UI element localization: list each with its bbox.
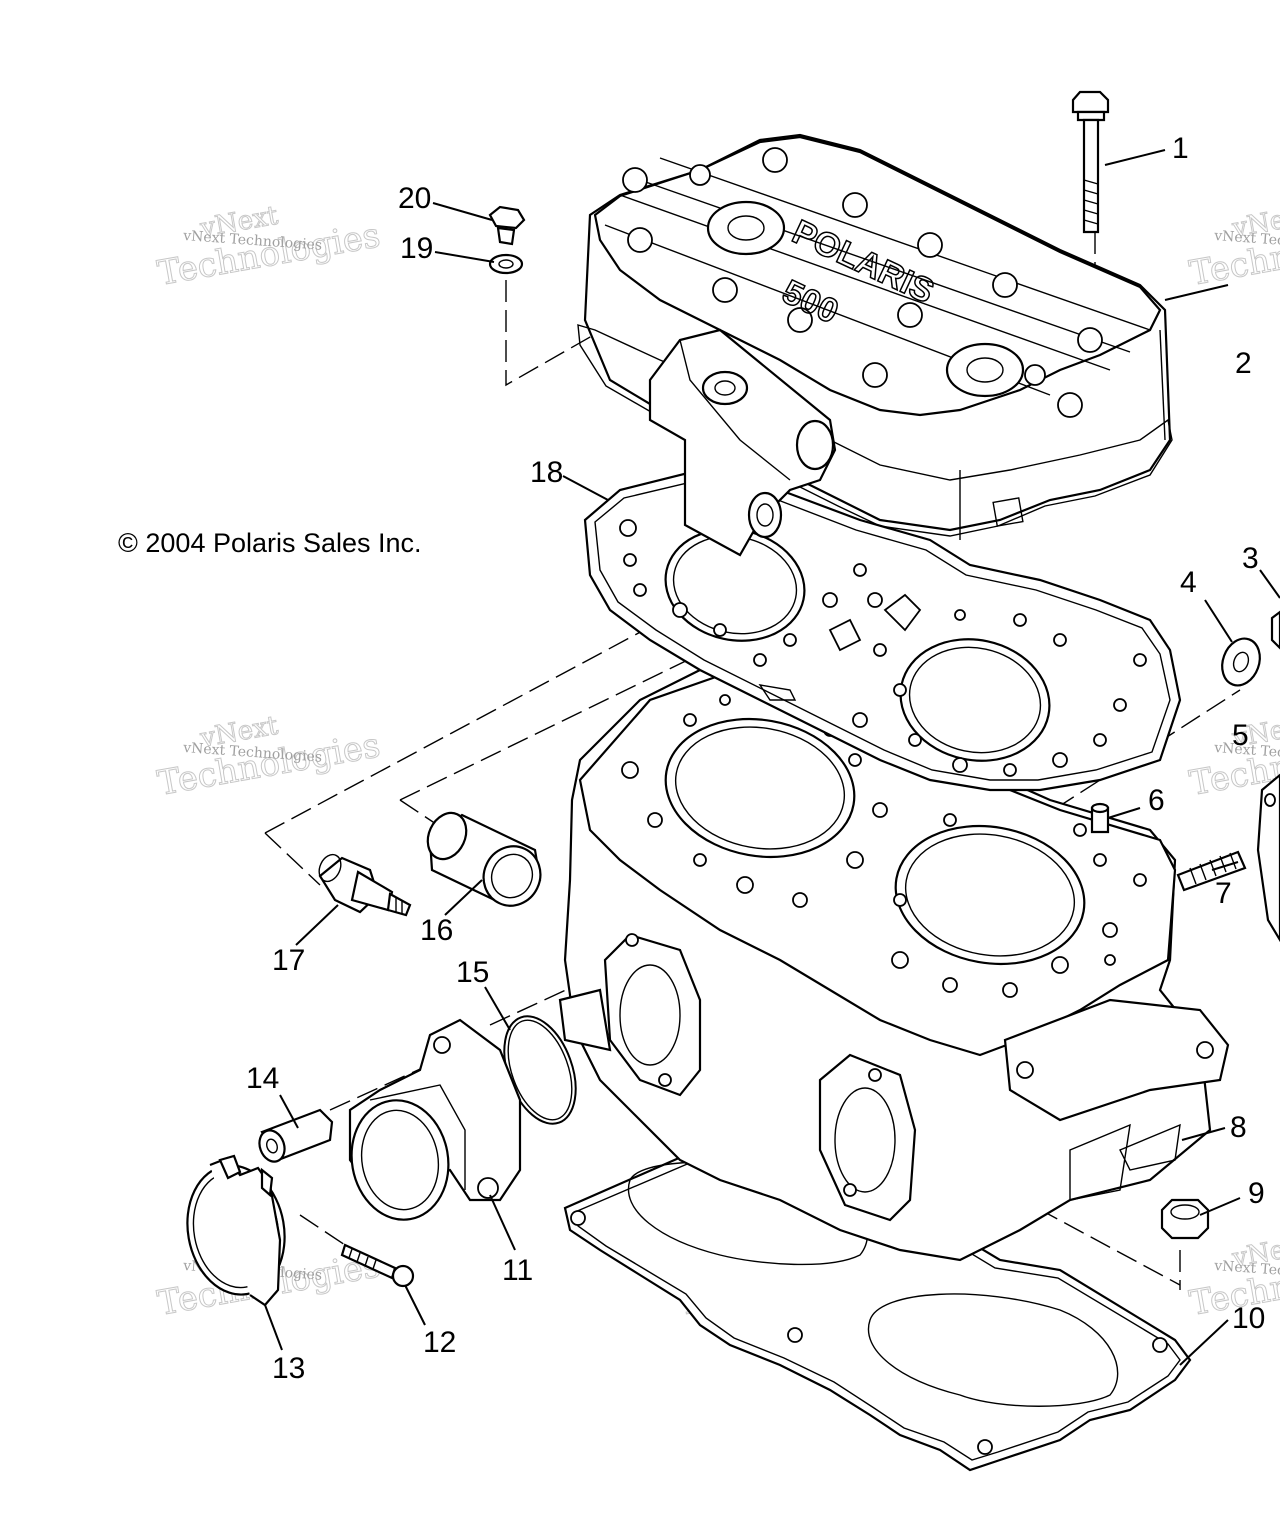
bleed-screw-part-20 [488, 205, 526, 246]
sleeve-part-16 [426, 811, 542, 907]
callout-2: 2 [1235, 347, 1252, 380]
copyright-notice: © 2004 Polaris Sales Inc. [118, 528, 422, 558]
cover-part-5 [1256, 773, 1280, 943]
spacer-part-14 [258, 1108, 334, 1163]
callout-1: 1 [1172, 132, 1189, 165]
washer-part-4 [1221, 637, 1261, 687]
screw-part-12 [340, 1243, 415, 1288]
temp-sensor-part-17 [318, 853, 412, 917]
fitting-part-3 [1270, 610, 1280, 650]
callout-3: 3 [1242, 542, 1259, 575]
callout-19: 19 [400, 232, 433, 265]
callout-20: 20 [398, 182, 431, 215]
bolt-part-1 [1071, 90, 1110, 234]
callout-13: 13 [272, 1352, 305, 1385]
callout-9: 9 [1248, 1177, 1265, 1210]
callout-15: 15 [456, 956, 489, 989]
callout-5: 5 [1232, 719, 1249, 752]
leader-lines [264, 149, 1280, 1366]
callout-17: 17 [272, 944, 305, 977]
callout-16: 16 [420, 914, 453, 947]
callout-18: 18 [530, 456, 563, 489]
washer-part-19 [488, 253, 524, 275]
callout-12: 12 [423, 1326, 456, 1359]
base-gasket [563, 1138, 1192, 1472]
callout-11: 11 [502, 1254, 533, 1287]
callout-6: 6 [1148, 784, 1165, 817]
cylinder-block [558, 658, 1230, 1262]
callout-labels: 1 2 3 4 5 6 7 8 9 10 11 12 13 14 15 16 1… [246, 132, 1265, 1385]
adapter-part-11 [348, 1018, 522, 1221]
callout-8: 8 [1230, 1111, 1247, 1144]
nut-part-9 [1160, 1198, 1210, 1240]
stud-part-7 [1176, 850, 1247, 892]
clamp-part-13 [186, 1154, 286, 1307]
callout-14: 14 [246, 1062, 279, 1095]
outlet-housing [648, 328, 837, 557]
callout-7: 7 [1215, 877, 1232, 910]
callout-10: 10 [1232, 1302, 1265, 1335]
dowel-pin-part-6 [1090, 802, 1110, 834]
callout-4: 4 [1180, 566, 1197, 599]
